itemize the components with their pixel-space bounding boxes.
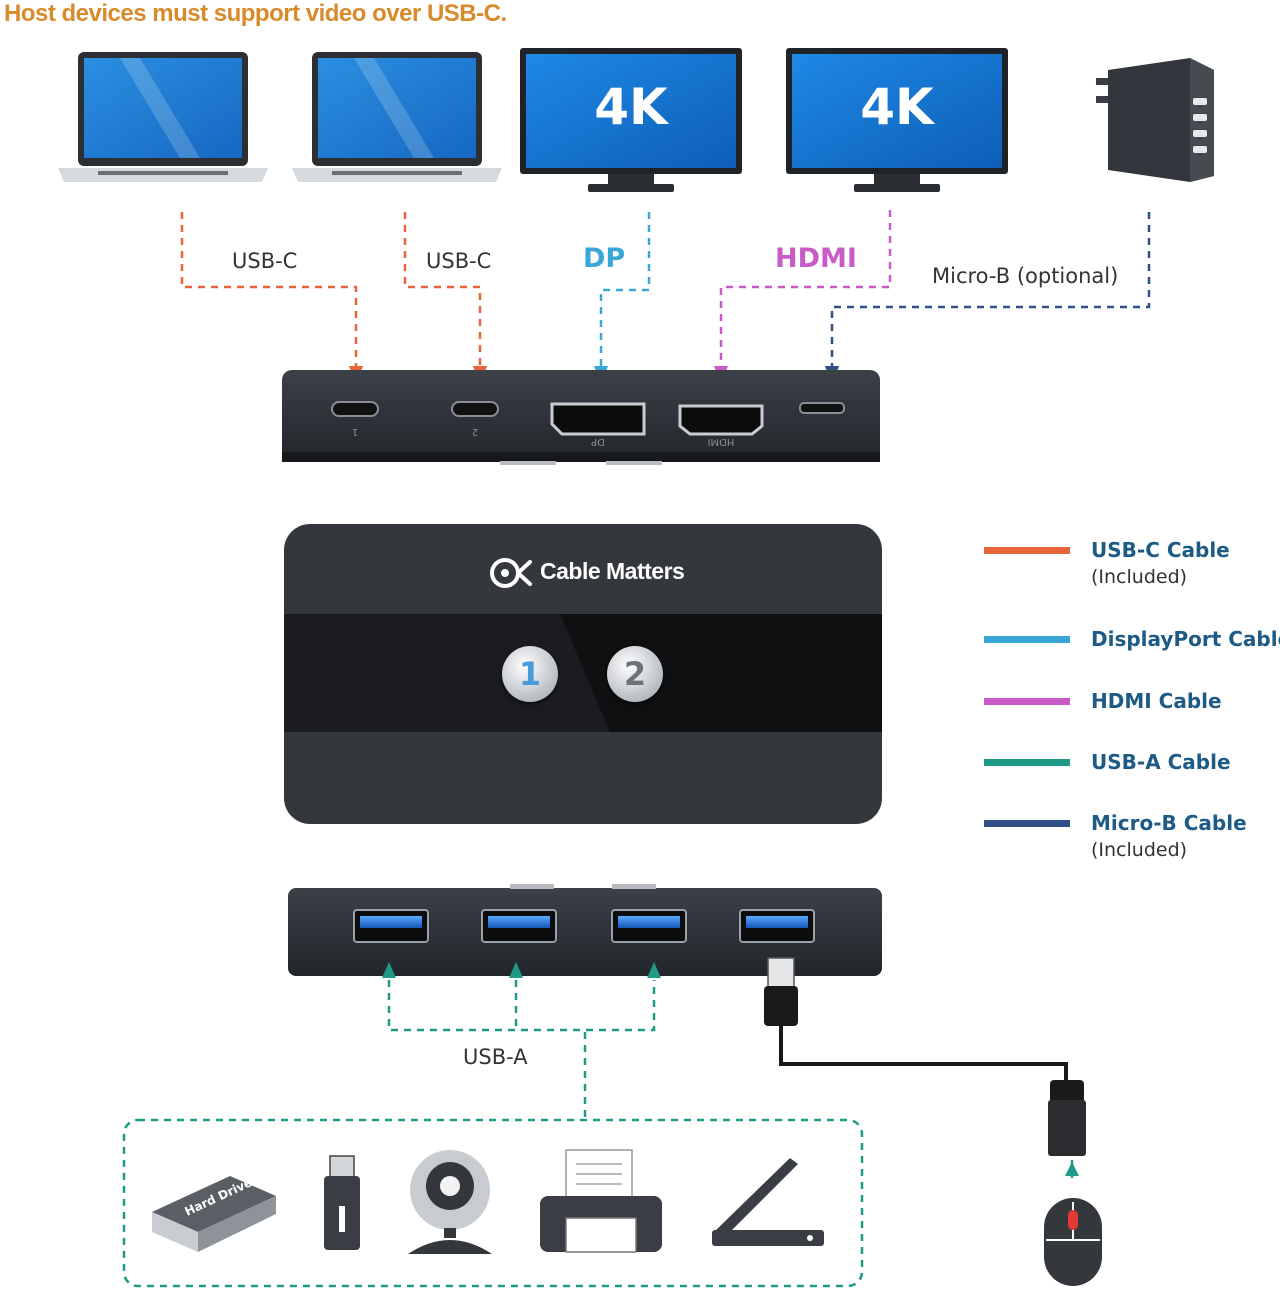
monitor-icon: [520, 48, 742, 192]
hdmi-label: HDMI: [775, 243, 857, 274]
printer-icon: [540, 1149, 662, 1253]
legend-label-usbc: USB-C Cable: [1091, 538, 1230, 562]
legend-swatch-usbc: [984, 547, 1070, 554]
microb-port: [799, 402, 845, 414]
headline: Host devices must support video over USB…: [4, 0, 507, 27]
monitor-1-label: 4K: [594, 78, 668, 136]
monitor-icon: [786, 48, 1008, 192]
switch-top-view: [284, 524, 882, 824]
usba-label: USB-A: [463, 1045, 528, 1069]
microb-label: Micro-B (optional): [932, 264, 1119, 288]
legend-label-hdmi: HDMI Cable: [1091, 689, 1222, 713]
usba-port-2: [481, 909, 557, 943]
monitor-2-label: 4K: [860, 78, 934, 136]
hdmi-connector: [719, 210, 892, 372]
usb-cable: [764, 957, 1086, 1156]
legend-label-usba: USB-A Cable: [1091, 750, 1231, 774]
legend-swatch-microb: [984, 820, 1070, 827]
legend-note-usbc: (Included): [1091, 566, 1188, 588]
dp-label: DP: [583, 243, 626, 274]
rear-port-label-1: 1: [351, 426, 359, 437]
legend-label-microb: Micro-B Cable: [1091, 811, 1247, 835]
webcam-icon: [408, 1150, 492, 1254]
dp-connector: [599, 212, 651, 372]
scanner-icon: [712, 1158, 824, 1246]
usba-connector: [387, 980, 656, 1032]
legend-label-displayport: DisplayPort Cable: [1091, 627, 1280, 651]
rear-port-label-2: 2: [471, 426, 479, 437]
hard-drive-icon: [152, 1176, 276, 1252]
usba-port-4: [739, 909, 815, 943]
usbc-port-2: [451, 401, 499, 417]
microb-connector: [830, 212, 1151, 372]
power-adapter-icon: [1096, 58, 1214, 182]
legend-note-microb: (Included): [1091, 839, 1188, 861]
front-panel: [288, 884, 882, 976]
legend-swatch-hdmi: [984, 698, 1070, 705]
switch-button-1[interactable]: 1: [502, 646, 558, 702]
legend-swatch-usba: [984, 759, 1070, 766]
usbc1-connector: [180, 212, 358, 372]
laptop-icon: [292, 52, 502, 182]
usbc1-label: USB-C: [232, 249, 298, 273]
rear-panel: [282, 370, 880, 465]
usbc2-connector: [403, 212, 482, 372]
brand-logo-text: Cable Matters: [540, 558, 685, 584]
switch-button-2[interactable]: 2: [607, 646, 663, 702]
mouse-icon: [1044, 1198, 1102, 1286]
usbc-port-1: [331, 401, 379, 417]
rear-port-label-hdmi: HDMI: [707, 436, 735, 447]
usbc2-label: USB-C: [426, 249, 492, 273]
peripherals-box: [122, 1118, 864, 1288]
hdmi-port: [678, 404, 764, 436]
usba-port-3: [611, 909, 687, 943]
rear-port-label-dp: DP: [591, 436, 605, 447]
usb-flash-drive-icon: [324, 1155, 360, 1250]
laptop-icon: [58, 52, 268, 182]
usba-port-1: [353, 909, 429, 943]
dp-port: [550, 402, 646, 436]
legend-swatch-displayport: [984, 636, 1070, 643]
